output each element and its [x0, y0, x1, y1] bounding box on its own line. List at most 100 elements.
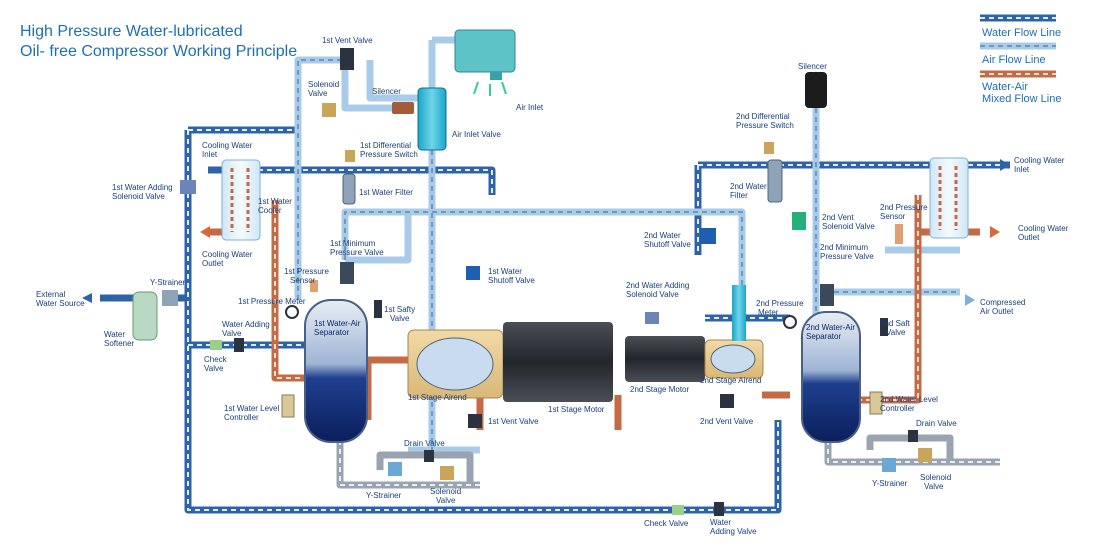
safety-valve-2 [880, 318, 888, 336]
label-cooling-water-outlet-2b: Outlet [1018, 233, 1040, 242]
label-water-adding-bottom-b: Adding Valve [710, 527, 757, 536]
label-y-strainer-bottom: Y-Strainer [366, 491, 402, 500]
label-water-softener-a: Water [104, 330, 125, 339]
label-vent-solenoid-2a: 2nd Vent [822, 213, 854, 222]
drain-valve-right [908, 430, 918, 442]
water-adding-solenoid-2 [645, 312, 659, 324]
separator-2 [801, 311, 861, 443]
min-pressure-valve-1 [340, 262, 354, 284]
label-diff-switch-2a: 2nd Differential [736, 112, 790, 121]
label-stage1-motor: 1st Stage Motor [548, 405, 605, 414]
label-pressure-meter-2a: 2nd Pressure [756, 299, 804, 308]
label-water-shutoff-1b: Shutoff Valve [488, 276, 535, 285]
water-adding-valve [234, 338, 244, 352]
label-water-adding-sol-1a: 1st Water Adding [112, 183, 173, 192]
label-water-level-2b: Controller [880, 404, 915, 413]
label-stage2-motor: 2nd Stage Motor [630, 385, 689, 394]
legend: Water Flow Line Air Flow Line Water-Air … [980, 14, 1061, 105]
cooling-water-outlet-arrow-1 [200, 226, 210, 238]
label-diff-switch-1b: Pressure Switch [360, 150, 418, 159]
label-cooling-water-inlet-1b: Inlet [202, 150, 218, 159]
label-water-cooler-1a: 1st Water [258, 197, 292, 206]
label-water-shutoff-2a: 2nd Water [644, 231, 681, 240]
label-vent-valve-2: 2nd Vent Valve [700, 417, 754, 426]
air-inlet-filter [454, 29, 516, 96]
label-water-softener-b: Softener [104, 339, 135, 348]
label-solenoid-top-1: Solenoid [308, 80, 339, 89]
label-water-adding-sol-2a: 2nd Water Adding [626, 281, 689, 290]
water-shutoff-valve-1 [466, 266, 480, 280]
label-water-filter-2b: Filter [730, 191, 748, 200]
label-pressure-sensor-1b: Sensor [290, 276, 316, 285]
label-water-adding-sol-1b: Solenoid Valve [112, 192, 165, 201]
label-water-shutoff-2b: Shutoff Valve [644, 240, 691, 249]
label-water-filter-2a: 2nd Water [730, 182, 767, 191]
legend-air-label: Air Flow Line [982, 54, 1046, 66]
label-cooling-water-inlet-1a: Cooling Water [202, 141, 253, 150]
legend-water-label: Water Flow Line [982, 27, 1061, 39]
label-check-valve-bottom: Check Valve [644, 519, 689, 528]
diff-pressure-switch-1 [345, 150, 355, 162]
title-line-2: Oil- free Compressor Working Principle [20, 43, 298, 60]
label-cooling-water-outlet-2a: Cooling Water [1018, 224, 1069, 233]
water-adding-valve-bottom [714, 502, 724, 516]
pressure-meter-1 [285, 305, 299, 319]
y-strainer-bottom [388, 462, 402, 476]
label-pressure-sensor-2a: 2nd Pressure [880, 203, 928, 212]
label-water-level-1b: Controller [224, 413, 259, 422]
solenoid-bottom-right [918, 448, 932, 462]
vent-valve-2 [720, 394, 734, 408]
y-strainer-left [162, 290, 178, 306]
cooling-water-outlet-arrow-2 [990, 226, 1000, 238]
label-safety-valve-2a: 2nd Saft [880, 319, 911, 328]
label-diff-switch-2b: Pressure Switch [736, 121, 794, 130]
water-level-controller-1 [281, 394, 295, 418]
water-filter-1 [342, 173, 356, 205]
label-safety-valve-2b: Valve [886, 328, 906, 337]
water-adding-solenoid-1 [180, 180, 196, 194]
label-silencer-1: Silencer [372, 87, 401, 96]
water-cooler-1 [221, 159, 261, 241]
label-check-valve-left-a: Check [204, 355, 228, 364]
vent-valve-1-bottom [468, 414, 482, 428]
label-solenoid-bottom-right-a: Solenoid [920, 473, 951, 482]
label-external-water-b: Water Source [36, 299, 85, 308]
external-water-arrow [82, 293, 92, 303]
label-separator-2b: Separator [806, 332, 841, 341]
label-check-valve-left-b: Valve [204, 364, 224, 373]
label-water-filter-1: 1st Water Filter [359, 188, 413, 197]
label-y-strainer-right: Y-Strainer [872, 479, 908, 488]
water-shutoff-valve-2 [700, 228, 716, 244]
diagram-title: High Pressure Water-lubricated Oil- free… [20, 22, 297, 62]
label-compressed-air-b: Air Outlet [980, 307, 1014, 316]
stage1-airend [407, 329, 504, 399]
air-inlet-valve [417, 87, 447, 151]
label-min-pressure-2a: 2nd Minimum [820, 243, 868, 252]
label-solenoid-bottom-right-b: Valve [924, 482, 944, 491]
label-stage2-airend: 2nd Stage Airend [700, 376, 761, 385]
pressure-meter-2 [783, 315, 797, 329]
label-y-strainer-left: Y-Strainer [150, 278, 186, 287]
label-water-level-1a: 1st Water Level [224, 404, 280, 413]
label-water-adding-valve-b: Valve [222, 329, 242, 338]
labels: 1st Vent Valve Solenoid Valve Silencer A… [36, 36, 1069, 536]
label-vent-valve-1-bottom: 1st Vent Valve [488, 417, 539, 426]
vent-solenoid-2 [792, 212, 806, 230]
label-silencer-2: Silencer [798, 62, 827, 71]
drain-valve-left [424, 450, 434, 462]
label-safety-valve-1b: Valve [390, 314, 410, 323]
separator-1 [304, 299, 368, 443]
label-pressure-meter-1: 1st Pressure Meter [238, 297, 306, 306]
label-cooling-water-outlet-1a: Cooling Water [202, 250, 253, 259]
safety-valve-1 [374, 300, 382, 318]
silencer-2 [805, 72, 827, 108]
pressure-sensor-2 [895, 224, 903, 244]
vent-valve-1 [340, 48, 354, 70]
solenoid-valve-top [322, 103, 336, 117]
label-water-cooler-1b: Cooler [258, 206, 282, 215]
water-pipes [100, 126, 1010, 514]
label-cooling-water-inlet-2b: Inlet [1014, 165, 1030, 174]
label-min-pressure-1a: 1st Minimum [330, 239, 376, 248]
